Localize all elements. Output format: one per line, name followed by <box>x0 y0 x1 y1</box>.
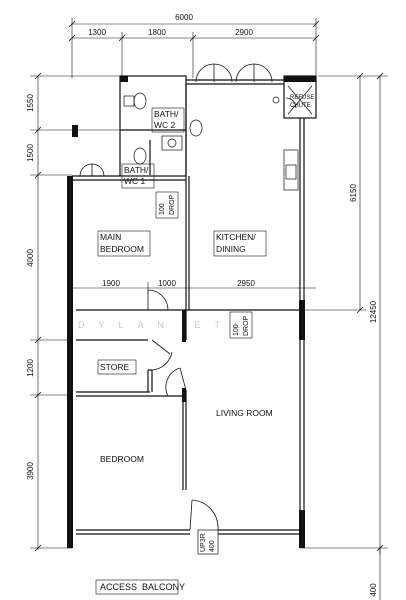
room-label-refuse-chute-line2: CHUTE <box>290 103 311 109</box>
dim-left-1: 1550 <box>26 94 35 112</box>
room-label-bath-wc-1-line1: BATH/ <box>124 165 149 175</box>
room-label-bedroom: BEDROOM <box>100 454 144 464</box>
room-label-main-bedroom-line2: BEDROOM <box>100 244 144 254</box>
room-label-bath-wc-2-line1: BATH/ <box>154 109 179 119</box>
room-label-bath-wc-1-line2: WC 1 <box>124 176 146 186</box>
dimension-lines <box>30 18 388 600</box>
dim-left-5: 3900 <box>26 462 35 480</box>
heavy-walls <box>67 76 316 548</box>
dim-right-2: 12450 <box>369 300 378 323</box>
dim-mid-3: 2950 <box>237 279 255 288</box>
dimension-ticks <box>34 20 384 552</box>
fixtures <box>123 85 313 555</box>
step-annotation-line1: UP3R <box>200 533 207 552</box>
drop-annotation-2-line2: DROP <box>243 315 250 336</box>
label-access-balcony: ACCESS BALCONY <box>100 582 185 592</box>
drop-annotation-2-line1: 100 <box>233 324 240 336</box>
dim-left-3: 4000 <box>26 249 35 267</box>
room-label-main-bedroom-line1: MAIN <box>100 232 121 242</box>
room-label-kitchen-dining-line1: KITCHEN/ <box>216 232 256 242</box>
room-label-bath-wc-2-line2: WC 2 <box>154 120 176 130</box>
doors <box>79 63 297 531</box>
dim-left-2: 1500 <box>26 144 35 162</box>
dim-top-total: 6000 <box>175 13 193 22</box>
walls <box>72 75 317 548</box>
label-underlines <box>95 107 267 595</box>
watermark: DYLAN ETE <box>78 320 254 330</box>
dim-top-seg-3: 2900 <box>235 28 253 37</box>
dim-mid-2: 1000 <box>158 279 176 288</box>
drop-annotation-boxes <box>155 191 253 339</box>
room-label-refuse-chute-line1: REFUSE <box>290 95 314 101</box>
drop-annotation-1-line2: DROP <box>169 194 176 215</box>
dim-left-4: 1200 <box>26 359 35 377</box>
dim-bottom-right: 400 <box>369 583 378 597</box>
room-label-living-room: LIVING ROOM <box>216 408 273 418</box>
room-label-kitchen-dining-line2: DINING <box>216 244 246 254</box>
room-label-store: STORE <box>100 362 129 372</box>
dim-right-1: 6150 <box>349 184 358 202</box>
dim-top-seg-1: 1300 <box>88 28 106 37</box>
step-annotation-line2: 400 <box>209 540 216 552</box>
dim-top-seg-2: 1800 <box>148 28 166 37</box>
dim-mid-1: 1900 <box>102 279 120 288</box>
drop-annotation-1-line1: 100 <box>159 203 166 215</box>
